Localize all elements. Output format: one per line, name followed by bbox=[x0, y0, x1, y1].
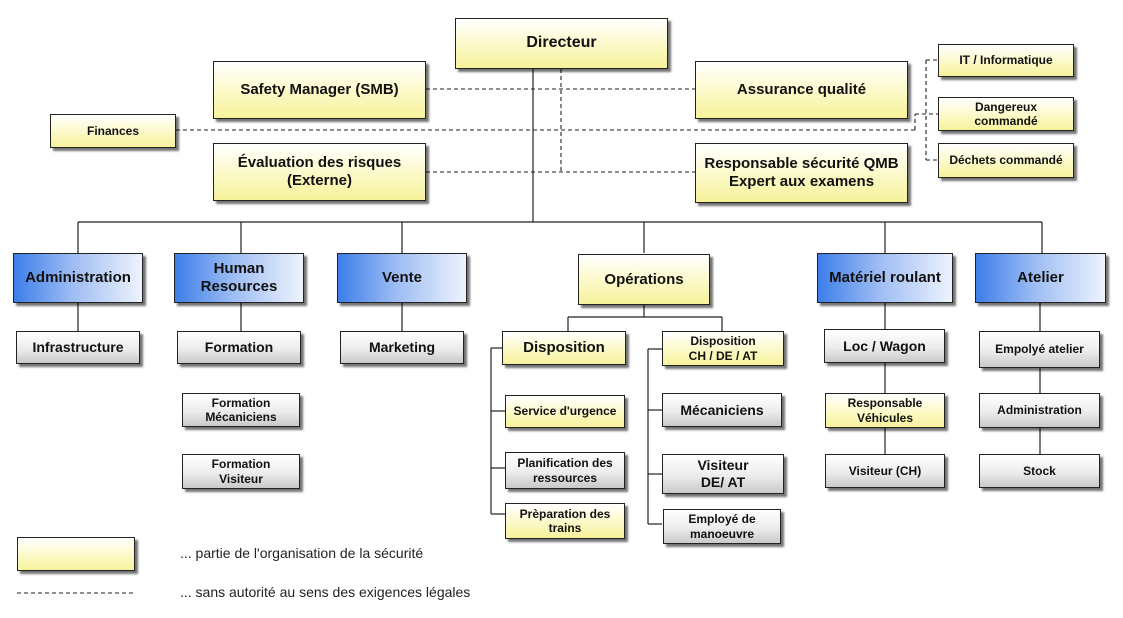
safety-manager-box: Safety Manager (SMB) bbox=[213, 61, 426, 119]
preparation-trains-box: Prèparation des trains bbox=[505, 503, 625, 539]
employe-atelier-box: Empolyé atelier bbox=[979, 331, 1100, 368]
legend-no-authority-label: ... sans autorité au sens des exigences … bbox=[180, 584, 471, 600]
formation-mecaniciens-box: Formation Mécaniciens bbox=[182, 393, 300, 427]
stock-box: Stock bbox=[979, 454, 1100, 488]
administration-department-box: Administration bbox=[13, 253, 143, 303]
marketing-box: Marketing bbox=[340, 331, 464, 364]
operations-department-box: Opérations bbox=[578, 254, 710, 305]
legend-yellow-swatch bbox=[17, 537, 135, 571]
disposition-box: Disposition bbox=[502, 331, 626, 365]
quality-assurance-box: Assurance qualité bbox=[695, 61, 908, 119]
visiteur-ch-box: Visiteur (CH) bbox=[825, 454, 945, 488]
mecaniciens-box: Mécaniciens bbox=[662, 393, 782, 427]
infrastructure-box: Infrastructure bbox=[16, 331, 140, 364]
materiel-roulant-department-box: Matériel roulant bbox=[817, 253, 953, 303]
service-urgence-box: Service d'urgence bbox=[505, 395, 625, 428]
waste-box: Déchets commandé bbox=[938, 143, 1074, 178]
visiteur-de-at-box: Visiteur DE/ AT bbox=[662, 454, 784, 494]
legend-safety-org-label: ... partie de l'organisation de la sécur… bbox=[180, 545, 424, 561]
planification-ressources-box: Planification des ressources bbox=[505, 452, 625, 489]
dangerous-goods-box: Dangereux commandé bbox=[938, 97, 1074, 131]
employe-manoeuvre-box: Employé de manoeuvre bbox=[663, 509, 781, 544]
atelier-department-box: Atelier bbox=[975, 253, 1106, 303]
responsable-vehicules-box: Responsable Véhicules bbox=[825, 393, 945, 428]
formation-visiteur-box: Formation Visiteur bbox=[182, 454, 300, 489]
atelier-administration-box: Administration bbox=[979, 393, 1100, 428]
director-box: Directeur bbox=[455, 18, 668, 69]
formation-box: Formation bbox=[177, 331, 301, 364]
vente-department-box: Vente bbox=[337, 253, 467, 303]
finances-box: Finances bbox=[50, 114, 176, 148]
risk-evaluation-box: Évaluation des risques (Externe) bbox=[213, 143, 426, 201]
loc-wagon-box: Loc / Wagon bbox=[824, 329, 945, 363]
it-box: IT / Informatique bbox=[938, 44, 1074, 77]
disposition-ch-de-at-box: Disposition CH / DE / AT bbox=[662, 331, 784, 366]
qmb-box: Responsable sécurité QMB Expert aux exam… bbox=[695, 143, 908, 203]
hr-department-box: Human Resources bbox=[174, 253, 304, 303]
